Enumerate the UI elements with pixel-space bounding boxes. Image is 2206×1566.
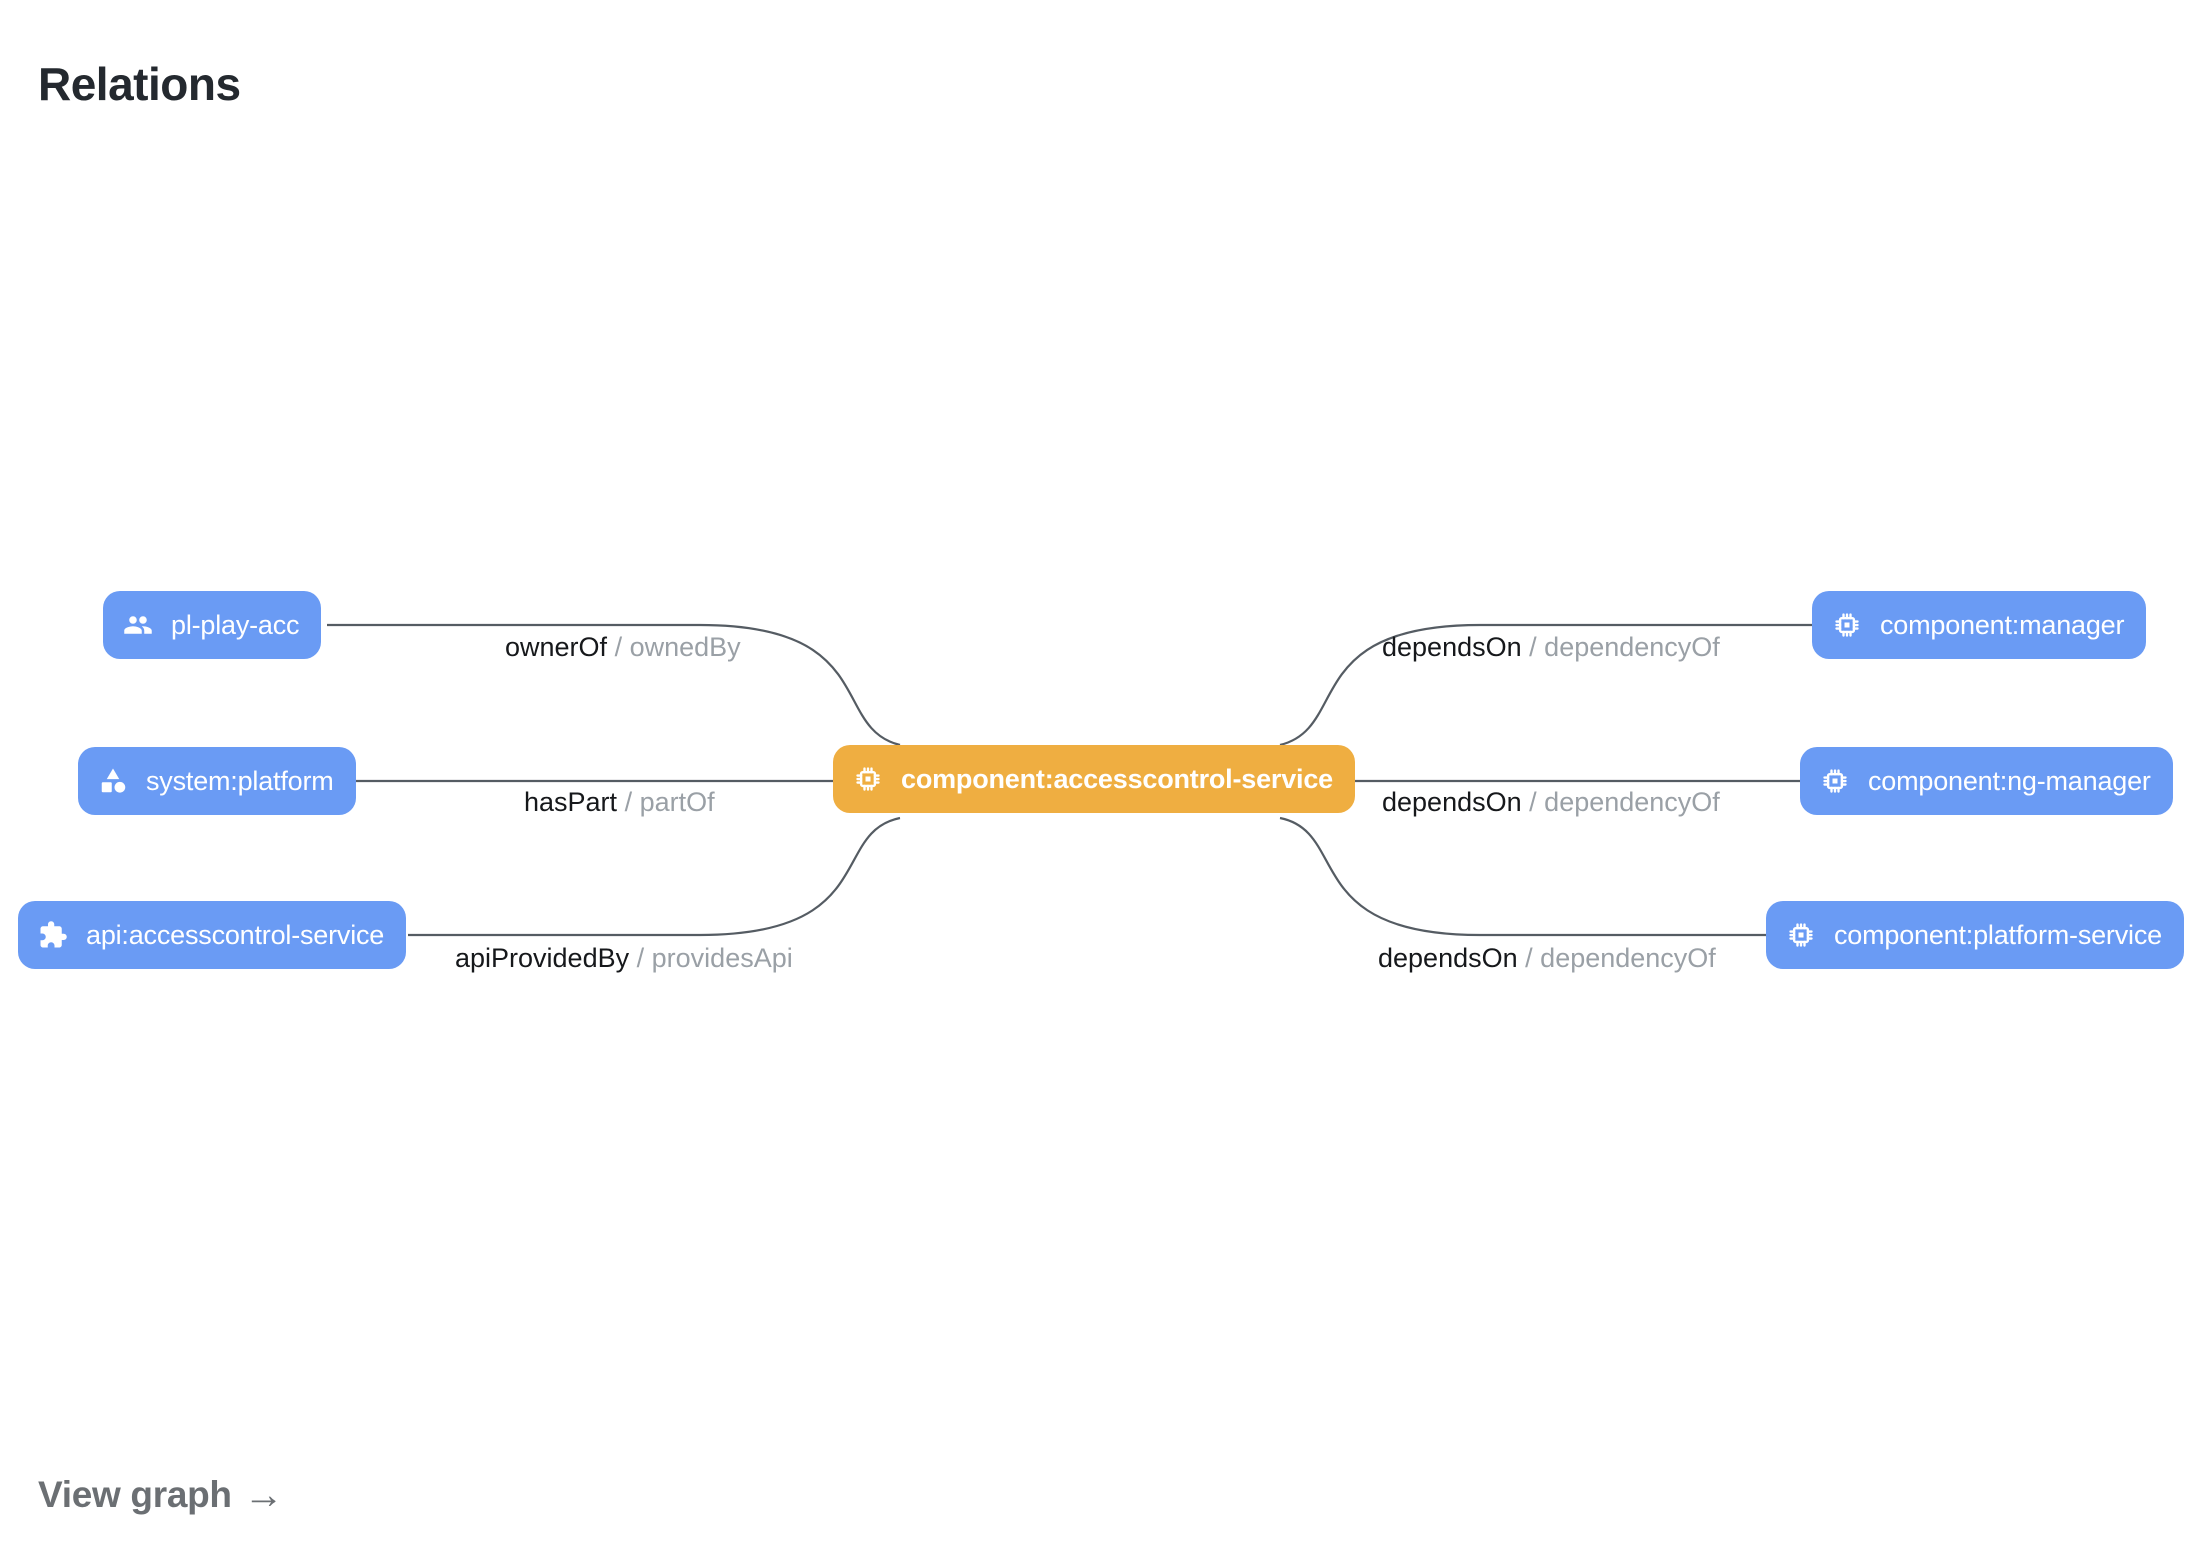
- view-graph-label: View graph: [38, 1474, 232, 1515]
- page-title: Relations: [38, 57, 241, 110]
- edge-label-reverse: dependencyOf: [1544, 787, 1720, 817]
- memory-chip-icon: [1786, 920, 1816, 950]
- graph-node-label: component:platform-service: [1834, 919, 2162, 950]
- graph-node-component-manager[interactable]: component:manager: [1812, 591, 2147, 659]
- edge-label-separator: /: [624, 787, 633, 817]
- edge-label-forward: dependsOn: [1378, 943, 1518, 973]
- edge-label-separator: /: [614, 632, 623, 662]
- edge-label-reverse: dependencyOf: [1540, 943, 1716, 973]
- edge-label-forward: hasPart: [524, 787, 618, 817]
- graph-node-label: api:accesscontrol-service: [86, 919, 385, 950]
- view-graph-link[interactable]: View graph →: [38, 1473, 284, 1517]
- edge-label-forward: dependsOn: [1382, 787, 1522, 817]
- graph-node-system-platform[interactable]: system:platform: [78, 747, 356, 815]
- edge-label-reverse: dependencyOf: [1544, 632, 1720, 662]
- arrow-right-icon: →: [243, 1473, 284, 1517]
- edge-apiProvidedBy: [408, 816, 901, 937]
- graph-node-label: system:platform: [146, 765, 334, 796]
- edge-label-apiProvidedBy: apiProvidedBy / providesApi: [455, 945, 793, 972]
- category-shapes-icon: [98, 766, 128, 796]
- graph-node-api-accesscontrol-service[interactable]: api:accesscontrol-service: [18, 901, 407, 969]
- edge-label-dependsOn-manager: dependsOn / dependencyOf: [1382, 634, 1720, 661]
- graph-node-focus-component-accesscontrol-service[interactable]: component:accesscontrol-service: [833, 745, 1355, 813]
- edge-label-dependsOn-platform-service: dependsOn / dependencyOf: [1378, 945, 1716, 972]
- edge-label-separator: /: [1525, 943, 1533, 973]
- edge-label-forward: apiProvidedBy: [455, 943, 630, 973]
- graph-node-label: component:manager: [1880, 609, 2125, 640]
- edge-label-hasPart: hasPart / partOf: [524, 789, 715, 816]
- memory-chip-icon: [1832, 610, 1862, 640]
- edge-label-reverse: ownedBy: [629, 632, 741, 662]
- memory-chip-icon: [1820, 766, 1850, 796]
- graph-node-label: component:accesscontrol-service: [901, 763, 1333, 794]
- puzzle-extension-icon: [38, 920, 68, 950]
- graph-node-component-ng-manager[interactable]: component:ng-manager: [1800, 747, 2173, 815]
- edge-label-forward: ownerOf: [505, 632, 608, 662]
- edge-dependsOn-platform-service: [1279, 816, 1766, 937]
- edge-label-dependsOn-ng-manager: dependsOn / dependencyOf: [1382, 789, 1720, 816]
- memory-chip-icon: [853, 764, 883, 794]
- edge-label-separator: /: [636, 943, 645, 973]
- graph-node-component-platform-service[interactable]: component:platform-service: [1766, 901, 2184, 969]
- edge-label-forward: dependsOn: [1382, 632, 1522, 662]
- group-people-icon: [123, 610, 153, 640]
- graph-node-pl-play-acc[interactable]: pl-play-acc: [103, 591, 322, 659]
- edge-label-separator: /: [1529, 787, 1537, 817]
- edge-label-ownerOf: ownerOf / ownedBy: [505, 634, 741, 661]
- graph-node-label: component:ng-manager: [1868, 765, 2151, 796]
- graph-node-label: pl-play-acc: [171, 609, 300, 640]
- edge-label-separator: /: [1529, 632, 1537, 662]
- edge-label-reverse: partOf: [639, 787, 715, 817]
- edge-label-reverse: providesApi: [651, 943, 793, 973]
